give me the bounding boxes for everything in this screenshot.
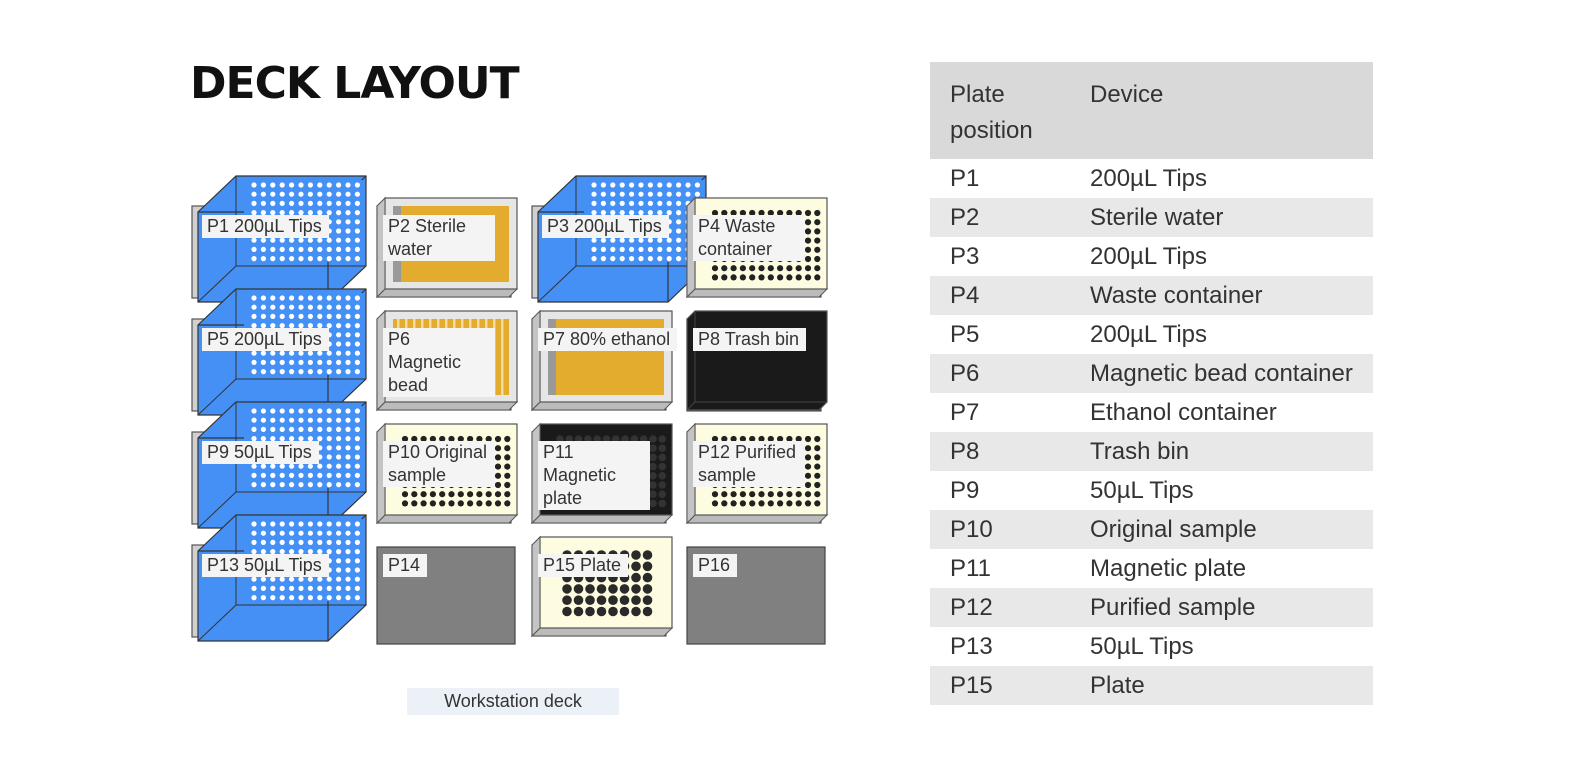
empty-labware-graphic: [686, 546, 826, 645]
cell-device: 50µL Tips: [1090, 476, 1194, 504]
deck-slot-p16: P16: [685, 507, 827, 645]
cell-device: Ethanol container: [1090, 398, 1277, 426]
cell-plate-position: P6: [930, 354, 1070, 393]
cell-plate-position: P11: [950, 554, 991, 582]
cell-plate-position: P15: [930, 666, 1070, 705]
deck-slot-p8: P8 Trash bin: [685, 281, 828, 412]
deck-slot-label: P3 200µL Tips: [542, 215, 669, 238]
workstation-deck: P1 200µL Tips P2 Sterile water P3 200µL Ti…: [190, 160, 840, 650]
cell-device: 50µL Tips: [1090, 632, 1194, 660]
cell-plate-position: P8: [930, 432, 1070, 471]
cell-device: Trash bin: [1070, 432, 1373, 471]
deck-slot-label: P5 200µL Tips: [202, 328, 329, 351]
cell-plate-position: P9: [950, 476, 980, 504]
deck-slot-p5: P5 200µL Tips: [190, 281, 367, 416]
table-row: P9 50µL Tips: [930, 471, 1373, 510]
deck-slot-label: P13 50µL Tips: [202, 554, 329, 577]
cell-plate-position: P5: [950, 320, 980, 348]
deck-slot-label: P2 Sterile water: [383, 215, 495, 261]
deck-slot-p15: P15 Plate: [530, 507, 674, 638]
cell-device: Magnetic plate: [1090, 554, 1247, 582]
cell-device: Magnetic bead container: [1070, 354, 1373, 393]
table-row: P1 200µL Tips: [930, 159, 1373, 198]
cell-plate-position: P2: [930, 198, 1070, 237]
deck-slot-label: P10 Original sample: [383, 441, 495, 487]
deck-slot-label: P11 Magnetic plate: [538, 441, 650, 510]
cell-plate-position: P3: [950, 242, 980, 270]
deck-slot-label: P12 Purified sample: [693, 441, 805, 487]
deck-slot-p1: P1 200µL Tips: [190, 168, 367, 303]
cell-plate-position: P10: [930, 510, 1070, 549]
table-row: P3 200µL Tips: [930, 237, 1373, 276]
deck-slot-label: P15 Plate: [538, 554, 629, 577]
table-row: P13 50µL Tips: [930, 627, 1373, 666]
cell-device: Waste container: [1070, 276, 1373, 315]
deck-caption: Workstation deck: [407, 688, 619, 715]
cell-plate-position: P12: [930, 588, 1070, 627]
cell-plate-position: P13: [950, 632, 993, 660]
deck-slot-p4: P4 Waste container: [685, 168, 829, 299]
deck-slot-label: P16: [693, 554, 738, 577]
deck-slot-label: P6 Magnetic bead: [383, 328, 495, 397]
deck-slot-p7: P7 80% ethanol: [530, 281, 678, 412]
empty-labware-graphic: [376, 546, 516, 645]
cell-plate-position: P7: [950, 398, 980, 426]
deck-slot-label: P4 Waste container: [693, 215, 805, 261]
column-header-plate-position: Plate position: [930, 62, 1070, 159]
page-title: DECK LAYOUT: [190, 58, 520, 109]
cell-device: 200µL Tips: [1090, 242, 1208, 270]
deck-slot-label: P7 80% ethanol: [538, 328, 678, 351]
device-table-header-row: Plate position Device: [930, 62, 1373, 159]
deck-slot-label: P9 50µL Tips: [202, 441, 319, 464]
table-row: P5 200µL Tips: [930, 315, 1373, 354]
cell-plate-position: P1: [950, 164, 980, 192]
cell-device: 200µL Tips: [1090, 164, 1208, 192]
deck-slot-p13: P13 50µL Tips: [190, 507, 367, 642]
cell-device: Sterile water: [1070, 198, 1373, 237]
cell-device: Original sample: [1070, 510, 1373, 549]
deck-slot-label: P8 Trash bin: [693, 328, 807, 351]
deck-slot-p11: P11 Magnetic plate: [530, 394, 674, 525]
cell-device: 200µL Tips: [1090, 320, 1208, 348]
deck-slot-label: P1 200µL Tips: [202, 215, 329, 238]
cell-device: Purified sample: [1070, 588, 1373, 627]
deck-slot-p14: P14: [375, 507, 517, 645]
cell-device: Plate: [1070, 666, 1373, 705]
deck-slot-p10: P10 Original sample: [375, 394, 519, 525]
deck-slot-label: P14: [383, 554, 428, 577]
table-row: P11 Magnetic plate: [930, 549, 1373, 588]
deck-slot-p9: P9 50µL Tips: [190, 394, 367, 529]
deck-slot-p3: P3 200µL Tips: [530, 168, 707, 303]
deck-slot-p12: P12 Purified sample: [685, 394, 829, 525]
cell-plate-position: P4: [930, 276, 1070, 315]
large-well-plate-labware-graphic: [530, 535, 674, 638]
deck-slot-p6: P6 Magnetic bead: [375, 281, 519, 412]
deck-slot-p2: P2 Sterile water: [375, 168, 519, 299]
table-row: P7 Ethanol container: [930, 393, 1373, 432]
column-header-device: Device: [1070, 62, 1373, 159]
tips-labware-graphic: [191, 514, 367, 642]
